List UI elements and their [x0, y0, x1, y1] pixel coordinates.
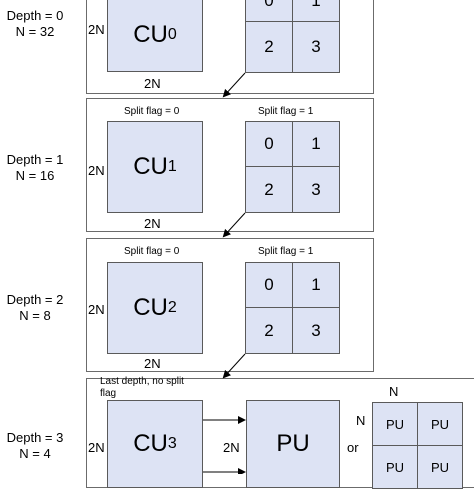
quad-2-0: 0	[245, 262, 293, 308]
arrow-level-1-to-2	[222, 212, 246, 238]
pu-side-label: 2N	[223, 440, 240, 455]
level-2-split-flag-0: Split flag = 0	[124, 246, 180, 257]
depth-0-label: Depth = 0 N = 32	[6, 8, 64, 39]
arrow-level-2-to-3	[222, 353, 246, 379]
last-depth-note: Last depth, no split flag	[100, 376, 184, 399]
depth-1-label: Depth = 1 N = 16	[6, 152, 64, 183]
quad-0-2: 2	[245, 21, 293, 73]
connector-arrows	[203, 72, 246, 474]
cu-0-box	[107, 0, 203, 72]
level-1-split-flag-0: Split flag = 0	[124, 106, 180, 117]
pu-n-side-label: N	[356, 413, 366, 428]
level-2-split-flag-1: Split flag = 1	[258, 246, 314, 257]
pu-n-top-label: N	[389, 384, 399, 399]
level-1-split-flag-1: Split flag = 1	[258, 106, 314, 117]
level-1-bottom-label: 2N	[144, 216, 161, 231]
pu-cell-0: PU	[372, 402, 418, 446]
or-label: or	[347, 440, 359, 455]
level-2-side-label: 2N	[88, 302, 105, 317]
cu-2-box	[107, 262, 203, 354]
cu-3-box	[107, 400, 203, 488]
quad-2-2: 2	[245, 307, 293, 354]
pu-big-box: PU	[246, 400, 340, 488]
arrow-level-0-to-1	[222, 72, 246, 98]
quad-2-3: 3	[292, 307, 340, 354]
quad-0-3: 3	[292, 21, 340, 73]
level-3-side-label: 2N	[88, 440, 105, 455]
level-2-bottom-label: 2N	[144, 356, 161, 371]
pu-cell-1: PU	[417, 402, 463, 446]
cu-1-box	[107, 121, 203, 213]
level-0-bottom-label: 2N	[144, 76, 161, 91]
depth-2-label: Depth = 2 N = 8	[6, 292, 64, 323]
depth-3-label: Depth = 3 N = 4	[6, 430, 64, 461]
level-0-side-label: 2N	[88, 22, 105, 37]
quad-1-3: 3	[292, 166, 340, 213]
level-1-side-label: 2N	[88, 163, 105, 178]
